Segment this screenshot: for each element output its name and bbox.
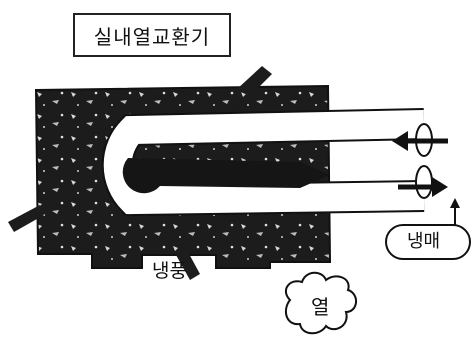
heat-label: 열 <box>311 295 330 319</box>
top-pipe-stub <box>236 66 272 96</box>
title-box: 실내열교환기 <box>73 13 231 57</box>
u-tube-fill <box>103 110 425 215</box>
left-pipe-stub <box>8 205 44 232</box>
refrigerant-pointer-arrow <box>450 198 460 226</box>
refrigerant-label-bubble <box>385 224 471 260</box>
lower-tube-end <box>415 165 433 199</box>
bottom-pipe-stub <box>176 252 200 280</box>
refrigerant-in-arrow <box>392 131 448 151</box>
cold-air-label: 냉풍 <box>152 260 187 282</box>
refrigerant-label: 냉매 <box>407 231 441 252</box>
refrigerant-fill <box>122 158 330 194</box>
diagram-title: 실내열교환기 <box>93 24 211 49</box>
refrigerant-out-arrow <box>398 177 448 197</box>
heat-cloud <box>284 271 357 335</box>
